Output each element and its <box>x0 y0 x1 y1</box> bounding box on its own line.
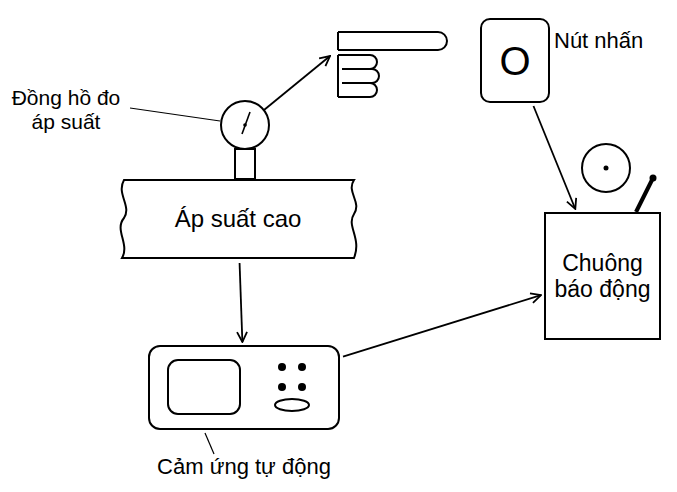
sensor-device: Cảm ứng tự động <box>148 345 340 430</box>
button-symbol: O <box>499 38 530 84</box>
button-label: Nút nhấn <box>554 28 643 53</box>
push-button: ONút nhấn <box>480 18 550 103</box>
arrow-connector <box>240 263 243 342</box>
pipe-band: Áp suất cao <box>118 178 358 260</box>
gauge-label: Đồng hồ đo áp suất <box>2 86 130 134</box>
gauge-needle <box>222 102 268 148</box>
alarm-box: Chuông báo động <box>544 212 661 340</box>
alarm-label: Chuông báo động <box>550 250 655 303</box>
gauge-stem <box>235 149 255 179</box>
sensor-front <box>150 347 338 428</box>
leader-line <box>205 433 214 454</box>
pointing-hand <box>338 32 447 97</box>
sensor-label: Cảm ứng tự động <box>157 454 331 479</box>
bell-symbol <box>582 144 657 212</box>
pipe-label: Áp suất cao <box>175 205 302 233</box>
arrow-connector <box>343 295 541 357</box>
leader-line <box>130 108 220 121</box>
pressure-gauge: Đồng hồ đo áp suất <box>220 100 270 150</box>
gauge-to-hand-arrow <box>264 56 330 110</box>
arrow-connector <box>533 106 575 209</box>
